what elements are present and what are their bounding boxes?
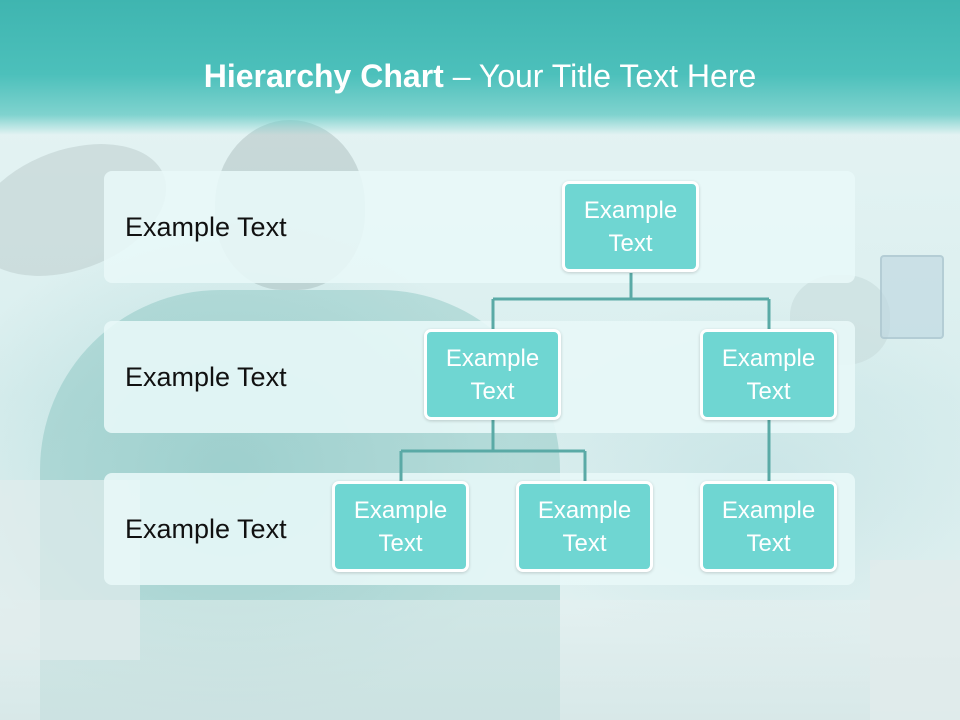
monitor-shape (880, 255, 944, 339)
node-level3-2[interactable]: Example Text (516, 481, 653, 572)
node-level2-right[interactable]: Example Text (700, 329, 837, 420)
slide-title: Hierarchy Chart – Your Title Text Here (0, 56, 960, 96)
level-band-1 (104, 171, 855, 283)
level-label-1: Example Text (125, 211, 287, 242)
node-level3-1-label: Example Text (353, 496, 448, 557)
title-rest: – Your Title Text Here (443, 58, 757, 94)
title-band (0, 0, 960, 135)
floor-shape (0, 600, 960, 720)
node-level3-3[interactable]: Example Text (700, 481, 837, 572)
node-level3-2-label: Example Text (537, 496, 632, 557)
node-level2-left-label: Example Text (445, 344, 540, 405)
node-level3-3-label: Example Text (721, 496, 816, 557)
title-bold: Hierarchy Chart (203, 58, 444, 94)
level-label-2: Example Text (125, 361, 287, 392)
node-level2-left[interactable]: Example Text (424, 329, 561, 420)
level-label-3: Example Text (125, 513, 287, 544)
node-level3-1[interactable]: Example Text (332, 481, 469, 572)
node-root-label: Example Text (583, 196, 678, 257)
node-root[interactable]: Example Text (562, 181, 699, 272)
cabinet-shape (870, 560, 960, 720)
node-level2-right-label: Example Text (721, 344, 816, 405)
